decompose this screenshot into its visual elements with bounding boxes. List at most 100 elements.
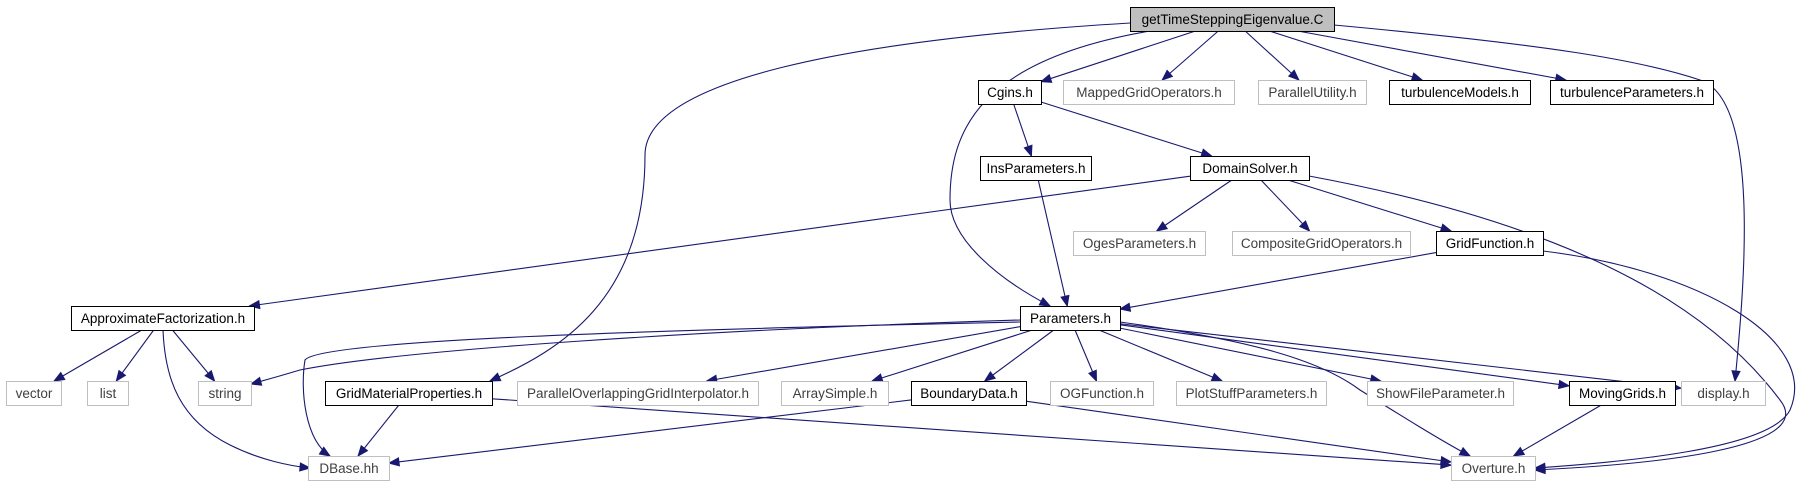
node-box — [1129, 6, 1336, 33]
node-box — [1189, 155, 1311, 182]
node-label: MappedGridOperators.h — [1076, 85, 1222, 100]
edge-line — [1156, 179, 1233, 232]
edge-arrowhead — [1023, 144, 1033, 158]
edge-arrowhead — [1458, 446, 1472, 457]
node-label: BoundaryData.h — [920, 386, 1018, 401]
edge-line — [984, 329, 1055, 382]
edge-line — [249, 175, 1191, 307]
edge-af-to-dbase — [162, 329, 312, 472]
edge-line — [1161, 30, 1219, 81]
node-ds[interactable]: DomainSolver.h — [1189, 155, 1311, 182]
edge-arrowhead — [299, 462, 312, 472]
edge-gf-to-overture — [1533, 250, 1796, 472]
node-label: DomainSolver.h — [1202, 161, 1297, 176]
edge-line — [250, 319, 1021, 385]
node-vector[interactable]: vector — [6, 381, 62, 406]
edge-arrowhead — [249, 376, 263, 386]
edge-arrowhead — [1038, 296, 1052, 307]
node-pogi[interactable]: ParallelOverlappingGridInterpolator.h — [517, 381, 759, 406]
node-label: OGFunction.h — [1060, 386, 1144, 401]
node-label: display.h — [1697, 386, 1749, 401]
edge-root-to-cgins — [1039, 30, 1196, 83]
node-label: list — [100, 386, 117, 401]
node-box — [1388, 79, 1532, 106]
node-box — [87, 381, 129, 406]
edge-root-to-tp — [1297, 30, 1568, 83]
edge-line — [171, 329, 216, 382]
node-mgo[interactable]: MappedGridOperators.h — [1063, 80, 1235, 105]
node-box — [1568, 380, 1677, 407]
node-label: PlotStuffParameters.h — [1186, 386, 1318, 401]
edge-cgins-to-insp — [1013, 103, 1033, 158]
node-pu[interactable]: ParallelUtility.h — [1258, 80, 1367, 105]
edge-params-to-psp — [1098, 329, 1224, 382]
node-label: DBase.hh — [319, 461, 378, 476]
node-af[interactable]: ApproximateFactorization.h — [70, 305, 256, 332]
edge-af-to-vector — [52, 329, 143, 382]
node-box — [70, 305, 256, 332]
node-display[interactable]: display.h — [1681, 381, 1766, 406]
node-ogesp[interactable]: OgesParameters.h — [1073, 231, 1206, 256]
edge-arrowhead — [1533, 462, 1546, 472]
node-box — [1258, 80, 1367, 105]
node-overture[interactable]: Overture.h — [1451, 456, 1536, 481]
edge-params-to-pogi — [705, 326, 1021, 384]
edge-arrowhead — [1200, 148, 1213, 158]
node-params[interactable]: Parameters.h — [1019, 305, 1122, 332]
node-label: turbulenceModels.h — [1401, 85, 1519, 100]
edge-line — [162, 329, 311, 469]
edge-line — [357, 404, 400, 457]
node-gf[interactable]: GridFunction.h — [1435, 230, 1545, 257]
edge-insp-to-params — [1037, 179, 1070, 308]
node-box — [1681, 381, 1766, 406]
node-dbase[interactable]: DBase.hh — [308, 456, 390, 481]
edge-line — [1037, 179, 1068, 307]
node-as[interactable]: ArraySimple.h — [781, 381, 889, 406]
edge-arrowhead — [387, 457, 400, 467]
edge-arrowhead — [115, 369, 127, 383]
node-label: Parameters.h — [1030, 311, 1111, 326]
node-cgins[interactable]: Cgins.h — [977, 79, 1043, 106]
node-label: ParallelOverlappingGridInterpolator.h — [527, 386, 749, 401]
node-root[interactable]: getTimeSteppingEigenvalue.C — [1129, 6, 1336, 33]
edge-arrowhead — [983, 370, 997, 382]
node-label: turbulenceParameters.h — [1560, 85, 1704, 100]
edge-ds-to-af — [248, 175, 1191, 310]
node-psp[interactable]: PlotStuffParameters.h — [1176, 381, 1327, 406]
edge-line — [53, 329, 143, 382]
node-cgo[interactable]: CompositeGridOperators.h — [1232, 231, 1411, 256]
node-label: ArraySimple.h — [793, 386, 878, 401]
edge-arrowhead — [1210, 372, 1224, 382]
edge-arrowhead — [52, 371, 66, 382]
edge-root-to-mgo — [1161, 30, 1219, 81]
node-insp[interactable]: InsParameters.h — [979, 155, 1093, 182]
node-label: ParallelUtility.h — [1268, 85, 1356, 100]
node-label: string — [208, 386, 241, 401]
node-tp[interactable]: turbulenceParameters.h — [1549, 79, 1715, 106]
edge-ds-to-ogesp — [1155, 179, 1233, 232]
node-gmp[interactable]: GridMaterialProperties.h — [324, 380, 494, 407]
edge-bd-to-dbase — [387, 399, 912, 467]
edge-line — [1119, 252, 1437, 310]
edge-line — [1260, 179, 1310, 232]
node-layer: getTimeSteppingEigenvalue.C Cgins.h Mapped… — [6, 6, 1766, 481]
node-tm[interactable]: turbulenceModels.h — [1388, 79, 1532, 106]
node-label: getTimeSteppingEigenvalue.C — [1142, 12, 1324, 27]
node-bd[interactable]: BoundaryData.h — [910, 380, 1028, 407]
edge-line — [872, 329, 1033, 382]
node-ogf[interactable]: OGFunction.h — [1050, 381, 1154, 406]
edge-root-to-display — [1333, 24, 1745, 383]
edge-arrowhead — [1512, 446, 1526, 457]
edge-arrowhead — [488, 372, 502, 382]
edge-arrowhead — [1118, 302, 1132, 312]
node-list[interactable]: list — [87, 381, 129, 406]
node-box — [198, 381, 252, 406]
edge-line — [1244, 30, 1300, 81]
node-box — [1050, 381, 1154, 406]
node-sfp[interactable]: ShowFileParameter.h — [1367, 381, 1514, 406]
node-string[interactable]: string — [198, 381, 252, 406]
node-label: Overture.h — [1462, 461, 1526, 476]
node-label: Cgins.h — [987, 85, 1033, 100]
node-mg[interactable]: MovingGrids.h — [1568, 380, 1677, 407]
